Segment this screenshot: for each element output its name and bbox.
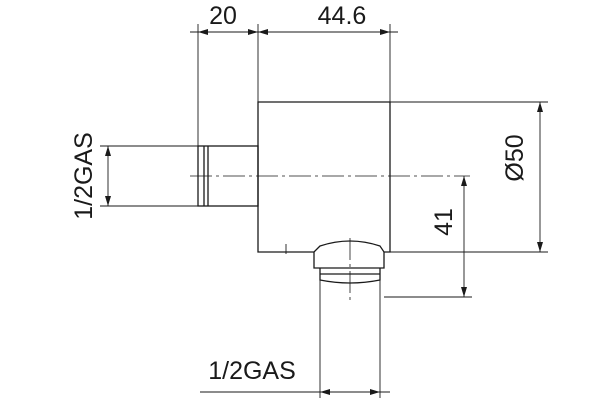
dimension-label-20: 20 [209, 2, 237, 30]
dimension-inlet-thread: 1/2GAS [70, 132, 198, 220]
dimension-20: 20 [190, 2, 398, 146]
dimension-44-6: 44.6 [258, 2, 391, 102]
dimension-41: 41 [384, 176, 472, 298]
dimension-label-outlet-thread: 1/2GAS [208, 357, 296, 385]
dimension-label-diameter-50: Ø50 [501, 134, 529, 181]
dimension-outlet-thread: 1/2GAS [200, 357, 390, 395]
dimension-label-44-6: 44.6 [318, 2, 367, 30]
part-outline [197, 101, 391, 398]
dimension-label-inlet-thread: 1/2GAS [70, 132, 98, 220]
body-outline [257, 101, 391, 253]
outlet-nut [313, 252, 385, 269]
dimension-diameter-50: Ø50 [390, 101, 548, 253]
center-lines [190, 175, 470, 304]
dimension-label-41: 41 [430, 208, 458, 236]
